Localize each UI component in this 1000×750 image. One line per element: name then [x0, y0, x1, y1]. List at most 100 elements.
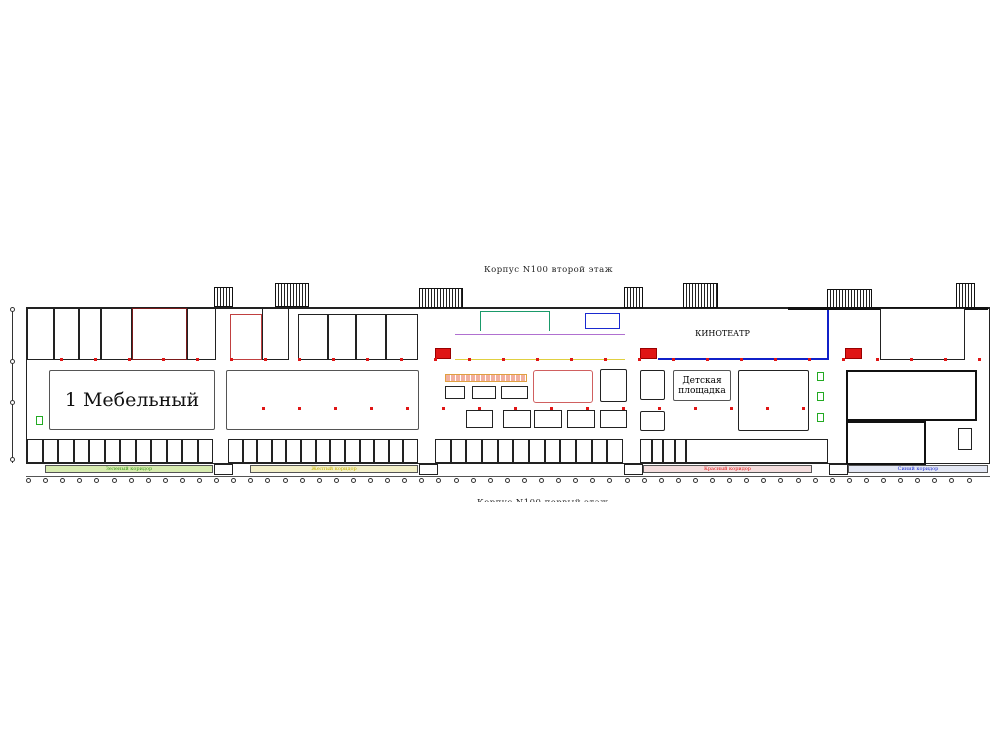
fire-extinguisher-icon	[944, 358, 947, 361]
shop[interactable]	[182, 439, 198, 463]
shop[interactable]	[560, 439, 576, 463]
kiosk[interactable]	[600, 410, 627, 428]
axis-marker	[846, 478, 852, 483]
shop[interactable]	[328, 314, 356, 360]
kiosk[interactable]	[501, 386, 528, 399]
fire-extinguisher-icon	[604, 358, 607, 361]
shop[interactable]	[880, 308, 965, 360]
shop[interactable]	[663, 439, 675, 463]
building-outline	[26, 307, 990, 464]
shop[interactable]	[386, 314, 418, 360]
axis-marker	[932, 478, 938, 483]
hall[interactable]	[846, 421, 926, 465]
shop[interactable]	[301, 439, 316, 463]
shop[interactable]	[262, 308, 289, 360]
shop[interactable]	[286, 439, 302, 463]
shop[interactable]	[197, 439, 213, 463]
shop[interactable]	[135, 439, 151, 463]
fire-extinguisher-icon	[366, 358, 369, 361]
shop[interactable]	[230, 314, 262, 360]
shop[interactable]	[151, 439, 167, 463]
retail-zone[interactable]	[738, 370, 809, 431]
shop[interactable]	[674, 439, 686, 463]
shop[interactable]	[73, 439, 89, 463]
shop[interactable]	[591, 439, 608, 463]
shop[interactable]	[607, 439, 623, 463]
shop[interactable]	[374, 439, 389, 463]
shop[interactable]	[482, 439, 498, 463]
shop[interactable]	[330, 439, 345, 463]
shop[interactable]	[403, 439, 418, 463]
shop[interactable]	[27, 439, 43, 463]
shop[interactable]	[257, 439, 272, 463]
shop[interactable]	[58, 439, 74, 463]
axis-marker	[368, 478, 373, 483]
shop[interactable]	[686, 439, 828, 463]
shop[interactable]	[544, 439, 561, 463]
shop[interactable]	[600, 369, 627, 402]
shop[interactable]	[166, 439, 182, 463]
retail-zone[interactable]	[226, 370, 419, 430]
shop[interactable]	[388, 439, 404, 463]
kiosk[interactable]	[472, 386, 496, 399]
shop[interactable]	[513, 439, 529, 463]
shop[interactable]	[640, 439, 652, 463]
shop[interactable]	[187, 308, 216, 360]
playground-label-2: площадка	[678, 385, 726, 396]
fire-extinguisher-icon	[332, 358, 335, 361]
shop[interactable]	[497, 439, 514, 463]
shop[interactable]	[104, 439, 120, 463]
hall[interactable]	[846, 370, 977, 421]
shop[interactable]	[271, 439, 287, 463]
shop[interactable]	[315, 439, 331, 463]
shop[interactable]	[242, 439, 258, 463]
shop[interactable]	[42, 439, 58, 463]
shop[interactable]	[89, 439, 105, 463]
kiosk[interactable]	[503, 410, 531, 428]
fire-extinguisher-icon	[502, 358, 505, 361]
axis-marker	[10, 307, 15, 312]
axis-marker	[829, 478, 835, 483]
hall[interactable]	[533, 370, 593, 403]
shop[interactable]	[576, 439, 592, 463]
shop[interactable]	[54, 308, 79, 360]
shop[interactable]	[466, 439, 482, 463]
furniture-zone[interactable]: 1 Мебельный	[49, 370, 215, 430]
shop[interactable]	[27, 308, 54, 360]
shop[interactable]	[435, 439, 451, 463]
kiosk[interactable]	[534, 410, 562, 428]
axis-marker	[60, 478, 66, 483]
shop[interactable]	[356, 314, 386, 360]
cinema[interactable]: КИНОТЕАТР	[658, 308, 829, 360]
axis-marker	[316, 478, 322, 483]
fire-extinguisher-icon	[842, 358, 845, 361]
fire-extinguisher-icon	[442, 407, 445, 410]
shop[interactable]	[298, 314, 328, 360]
shop[interactable]	[228, 439, 243, 463]
axis-marker	[727, 478, 733, 483]
shop[interactable]	[640, 411, 665, 431]
fire-extinguisher-icon	[514, 407, 517, 410]
axis-marker	[898, 478, 904, 483]
shop[interactable]	[529, 439, 545, 463]
shop[interactable]	[79, 308, 101, 360]
playground[interactable]: Детская площадка	[673, 370, 731, 401]
shop[interactable]	[120, 439, 136, 463]
axis-marker	[744, 478, 750, 483]
cinema-label: КИНОТЕАТР	[695, 328, 750, 338]
shop[interactable]	[344, 439, 360, 463]
shop[interactable]	[132, 308, 187, 360]
shop[interactable]	[359, 439, 375, 463]
kiosk[interactable]	[567, 410, 595, 428]
axis-marker	[10, 400, 15, 405]
axis-marker	[128, 478, 134, 483]
axis-marker	[26, 478, 31, 483]
kiosk[interactable]	[445, 386, 465, 399]
shop[interactable]	[101, 308, 132, 360]
kiosk[interactable]	[466, 410, 493, 428]
axis-marker	[94, 478, 100, 483]
shop[interactable]	[640, 370, 665, 400]
shop[interactable]	[450, 439, 467, 463]
fire-extinguisher-icon	[478, 407, 481, 410]
shop[interactable]	[651, 439, 663, 463]
